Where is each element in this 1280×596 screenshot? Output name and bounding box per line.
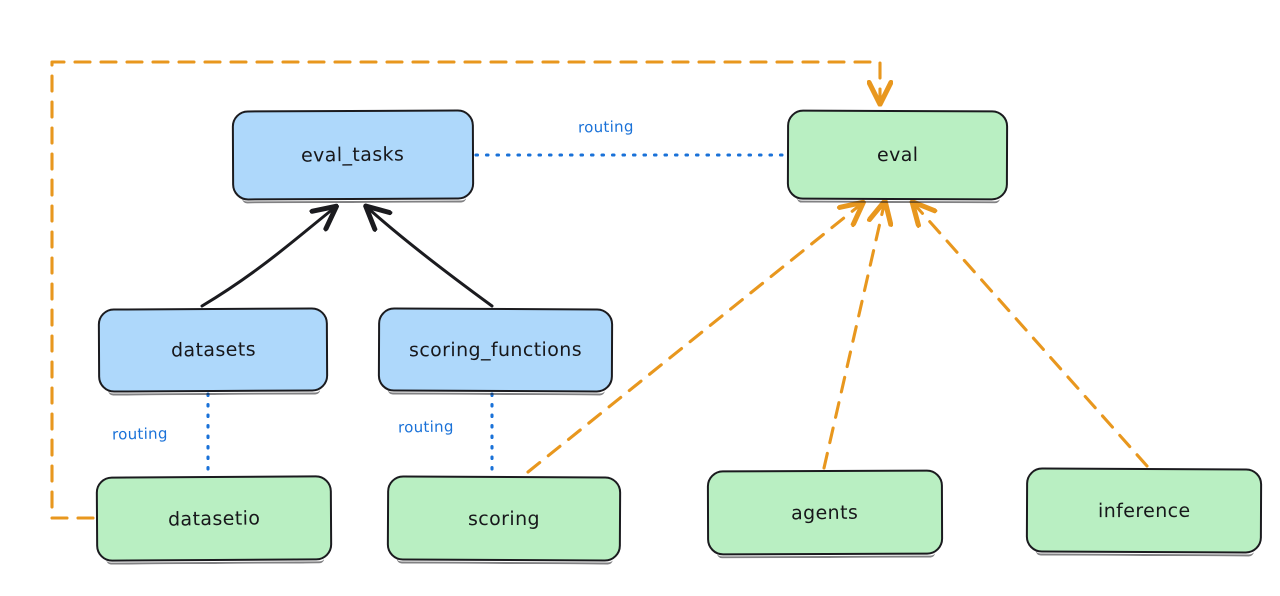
node-agents[interactable]: agents — [706, 469, 944, 556]
node-eval-tasks[interactable]: eval_tasks — [231, 109, 475, 201]
node-label-eval: eval — [876, 143, 919, 167]
node-label-inference: inference — [1097, 499, 1191, 522]
node-scoring-functions[interactable]: scoring_functions — [377, 307, 614, 393]
edge-label-routing-eval: routing — [577, 117, 634, 137]
node-scoring[interactable]: scoring — [386, 475, 622, 562]
node-datasets[interactable]: datasets — [97, 307, 329, 393]
edge-inference-to-eval — [915, 205, 1149, 468]
edge-datasets-to-eval-tasks — [200, 209, 333, 308]
node-label-scoring: scoring — [467, 507, 541, 530]
node-eval[interactable]: eval — [786, 109, 1009, 201]
node-datasetio[interactable]: datasetio — [95, 475, 333, 562]
node-label-scoring-functions: scoring_functions — [408, 338, 583, 362]
node-inference[interactable]: inference — [1025, 467, 1263, 554]
node-label-agents: agents — [791, 501, 859, 524]
node-label-eval-tasks: eval_tasks — [301, 143, 405, 167]
edge-scoring-functions-to-eval-tasks — [369, 209, 494, 308]
node-label-datasetio: datasetio — [167, 506, 261, 531]
edge-datasetio-to-eval — [50, 60, 880, 520]
edge-label-routing-scoring: routing — [397, 417, 454, 437]
edge-label-routing-datasetio: routing — [111, 424, 168, 444]
edge-scoring-to-eval — [526, 205, 860, 474]
node-label-datasets: datasets — [170, 338, 256, 362]
edge-agents-to-eval — [822, 205, 884, 470]
